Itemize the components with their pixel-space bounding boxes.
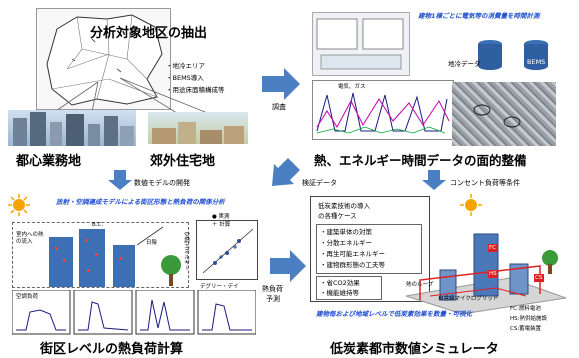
block-caption: 街区レベルの熱負荷計算 bbox=[40, 342, 184, 357]
results-box bbox=[316, 276, 382, 300]
axis-y-label: 空調エネルギー bbox=[183, 232, 189, 271]
suburb-photo bbox=[148, 112, 248, 144]
bc-label: B.C. bbox=[92, 222, 104, 228]
legend-measured: ● 実測 bbox=[212, 214, 230, 220]
district-model bbox=[400, 214, 570, 315]
measure-4: ・建物群形態の工夫等 bbox=[320, 261, 385, 269]
map-outline-icon bbox=[46, 14, 163, 106]
measure-1: ・建築単体の対策 bbox=[320, 228, 372, 236]
result-1: ・省CO2効果 bbox=[320, 279, 360, 287]
radiation-note: 放射・空調連成モデルによる街区形態と熱負荷の関係分析 bbox=[56, 198, 225, 206]
extract-title: 分析対象地区の抽出 bbox=[90, 26, 208, 41]
district-map bbox=[36, 8, 171, 110]
bullet-box: ・地冷エリア ・BEMS導入 ・用途床面積構成等 bbox=[166, 60, 236, 100]
db-label-dhc: 地冷データ bbox=[448, 60, 481, 68]
shade-label: 日陰 bbox=[146, 240, 158, 246]
thermal-caption: 熱、エネルギー時間データの面的整備 bbox=[314, 153, 527, 168]
cs-marker: CS bbox=[535, 275, 543, 281]
hs-marker: HS bbox=[489, 271, 497, 277]
legend-hs: HS:熱供給施設 bbox=[510, 316, 547, 322]
model-dev-label: 数値モデルの開発 bbox=[134, 179, 190, 187]
verify-label: 検証データ bbox=[302, 179, 337, 187]
measure-note: 建物1棟ごとに電気等の消費量を時間計測 bbox=[418, 12, 540, 20]
sun-icon-right bbox=[460, 194, 482, 216]
case-title-2: の各種ケース bbox=[318, 212, 357, 220]
result-2: ・機能維持等 bbox=[320, 289, 359, 297]
energy-degreeday-chart bbox=[196, 220, 258, 280]
suburb-caption: 郊外住宅地 bbox=[150, 154, 216, 169]
downtown-caption: 都心業務地 bbox=[16, 154, 82, 169]
legend-fc: FC:燃料電池 bbox=[510, 306, 541, 312]
heat-load-label-1: 熱負荷 bbox=[262, 285, 283, 293]
tree-icon bbox=[161, 255, 181, 286]
ac-load-label: 空調負荷 bbox=[16, 292, 39, 300]
axis-x-label: デグリー・デイ bbox=[200, 284, 239, 290]
ac-load-strip bbox=[11, 289, 257, 336]
measure-3: ・再生可能エネルギー bbox=[320, 250, 385, 258]
fc-marker: FC bbox=[489, 245, 497, 251]
heat-loop-label: 熱のループ bbox=[406, 282, 434, 288]
bullet-3: ・用途床面積構成等 bbox=[166, 86, 225, 94]
downtown-photo bbox=[8, 110, 136, 146]
bems-screenshot bbox=[312, 12, 410, 76]
case-title-1: 低炭素技術の導入 bbox=[318, 202, 370, 210]
database-icons bbox=[478, 40, 548, 70]
bullet-2: ・BEMS導入 bbox=[166, 74, 204, 82]
graph-label: 電気、ガス bbox=[338, 84, 366, 90]
measures-box bbox=[316, 224, 422, 274]
grid-label: 自営線マイクログリッド bbox=[438, 296, 499, 302]
db-label-bems: BEMS bbox=[527, 58, 546, 66]
simulator-caption: 低炭素都市数値シミュレータ bbox=[330, 342, 499, 357]
measure-2: ・分散エネルギー bbox=[320, 239, 372, 247]
heat-load-label-2: 予測 bbox=[266, 295, 280, 303]
legend-calc: ＋ 計算 bbox=[212, 222, 231, 228]
indoor-heat-label: 室内への熱の流入 bbox=[16, 232, 44, 245]
lowcarbon-note: 建物毎および地域レベルで低炭素効果を数量・可視化 bbox=[316, 310, 472, 318]
legend-cs: CS:蓄電装置 bbox=[510, 326, 542, 332]
aerial-photo bbox=[452, 82, 556, 146]
block-section bbox=[12, 222, 189, 288]
sun-icon bbox=[8, 194, 30, 216]
outlet-label: コンセント負荷等条件 bbox=[450, 179, 520, 187]
bullet-1: ・地冷エリア bbox=[166, 62, 205, 70]
survey-label: 調査 bbox=[272, 103, 286, 111]
